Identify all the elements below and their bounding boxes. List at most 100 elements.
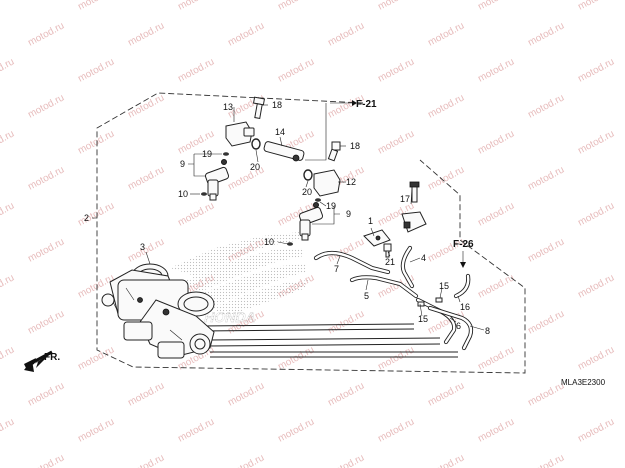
watermark-text: motod.ru (226, 452, 266, 468)
reference-label-f26: F-26 (453, 239, 474, 250)
watermark-text: motod.ru (326, 452, 366, 468)
watermark-text: motod.ru (476, 200, 516, 228)
watermark-text: motod.ru (376, 0, 416, 13)
watermark-text: motod.ru (276, 416, 316, 444)
callout-6: 6 (456, 321, 461, 331)
drawing-code: MLA3E2300 (561, 378, 606, 387)
front-indicator: FR. (24, 350, 60, 372)
watermark-text: motod.ru (0, 344, 16, 372)
watermark-text: motod.ru (0, 200, 16, 228)
watermark-text: motod.ru (26, 20, 66, 48)
watermark-text: motod.ru (176, 0, 216, 13)
watermark-text: motod.ru (576, 200, 616, 228)
clip-1 (363, 229, 391, 247)
injector-upper (204, 158, 230, 201)
seal-19-lower (315, 198, 321, 202)
watermark-text: motod.ru (426, 92, 466, 120)
wing-logo: HONDA (170, 232, 308, 325)
callout-8: 8 (485, 326, 490, 336)
bolt-18-right (327, 141, 341, 162)
watermark-text: motod.ru (476, 344, 516, 372)
watermark-text: motod.ru (126, 380, 166, 408)
watermark-text: motod.ru (576, 0, 616, 13)
clamp-15-upper (435, 297, 443, 303)
watermark-text: motod.ru (526, 452, 566, 468)
watermark-text: motod.ru (0, 56, 16, 84)
watermark-text: motod.ru (126, 452, 166, 468)
watermark-text: motod.ru (26, 164, 66, 192)
watermark-text: motod.ru (126, 92, 166, 120)
watermark-text: motod.ru (526, 308, 566, 336)
watermark-text: motod.ru (476, 128, 516, 156)
assembly-boundary (96, 92, 526, 374)
callout-19-lower: 19 (326, 201, 336, 211)
callouts: 13 18 14 18 19 9 20 10 12 20 19 9 10 17 … (84, 100, 490, 336)
watermark-text: motod.ru (476, 56, 516, 84)
watermark-text: motod.ru (526, 164, 566, 192)
callout-21: 21 (385, 257, 395, 267)
watermark-text: motod.ru (76, 344, 116, 372)
watermark-text: motod.ru (76, 416, 116, 444)
callout-4: 4 (421, 253, 426, 263)
callout-10-lower: 10 (264, 237, 274, 247)
watermark-text: motod.ru (426, 164, 466, 192)
callout-16: 16 (460, 302, 470, 312)
callout-3: 3 (140, 242, 145, 252)
bolt-21 (383, 243, 392, 258)
watermark-text: motod.ru (126, 164, 166, 192)
watermark-text: motod.ru (576, 56, 616, 84)
callout-15-upper: 15 (439, 281, 449, 291)
watermark-text: motod.ru (126, 20, 166, 48)
watermark-text: motod.ru (176, 200, 216, 228)
bolt-18-upper (252, 96, 266, 119)
callout-7: 7 (334, 264, 339, 274)
watermark-text: motod.ru (0, 0, 16, 13)
o-ring-20-upper (251, 138, 261, 150)
front-label: FR. (44, 352, 60, 363)
watermark-text: motod.ru (326, 380, 366, 408)
watermark-text: motod.ru (26, 452, 66, 468)
watermark-text: motod.ru (76, 200, 116, 228)
watermark-text: motod.ru (26, 92, 66, 120)
watermark-text: motod.ru (476, 0, 516, 13)
throttle-body (101, 263, 215, 359)
watermark-text: motod.ru (426, 380, 466, 408)
joint-13 (225, 121, 255, 147)
callout-9-upper: 9 (180, 159, 185, 169)
callout-18-upper: 18 (272, 100, 282, 110)
watermark-text: motod.ru (376, 344, 416, 372)
watermark-text: motod.ru (76, 56, 116, 84)
watermark-text: motod.ru (126, 236, 166, 264)
watermark-text: motod.ru (176, 416, 216, 444)
watermark-text: motod.ru (226, 20, 266, 48)
watermark-text: motod.ru (526, 92, 566, 120)
watermark-text: motod.ru (526, 236, 566, 264)
callout-1: 1 (368, 216, 373, 226)
callout-12: 12 (346, 177, 356, 187)
watermark-text: motod.ru (226, 380, 266, 408)
watermark-text: motod.ru (426, 452, 466, 468)
watermark-text: motod.ru (376, 56, 416, 84)
watermark-text: motod.ru (426, 20, 466, 48)
watermark-text: motod.ru (276, 344, 316, 372)
callout-18-right: 18 (350, 141, 360, 151)
callout-2: 2 (84, 213, 89, 223)
watermark-text: motod.ru (376, 416, 416, 444)
seal-10-lower (287, 242, 293, 246)
watermark-text: motod.ru (276, 0, 316, 13)
callout-10-upper: 10 (178, 189, 188, 199)
watermark-text: motod.ru (0, 272, 16, 300)
watermark-text: motod.ru (0, 416, 16, 444)
callout-5: 5 (364, 291, 369, 301)
honda-logo: HONDA (203, 309, 258, 325)
callout-13: 13 (223, 102, 233, 112)
watermark-text: motod.ru (576, 272, 616, 300)
watermark-text: motod.ru (226, 164, 266, 192)
watermark-text: motod.ru (476, 416, 516, 444)
watermark-text: motod.ru (576, 128, 616, 156)
watermark-text: motod.ru (176, 56, 216, 84)
watermark-text: motod.ru (76, 128, 116, 156)
watermark-text: motod.ru (326, 308, 366, 336)
